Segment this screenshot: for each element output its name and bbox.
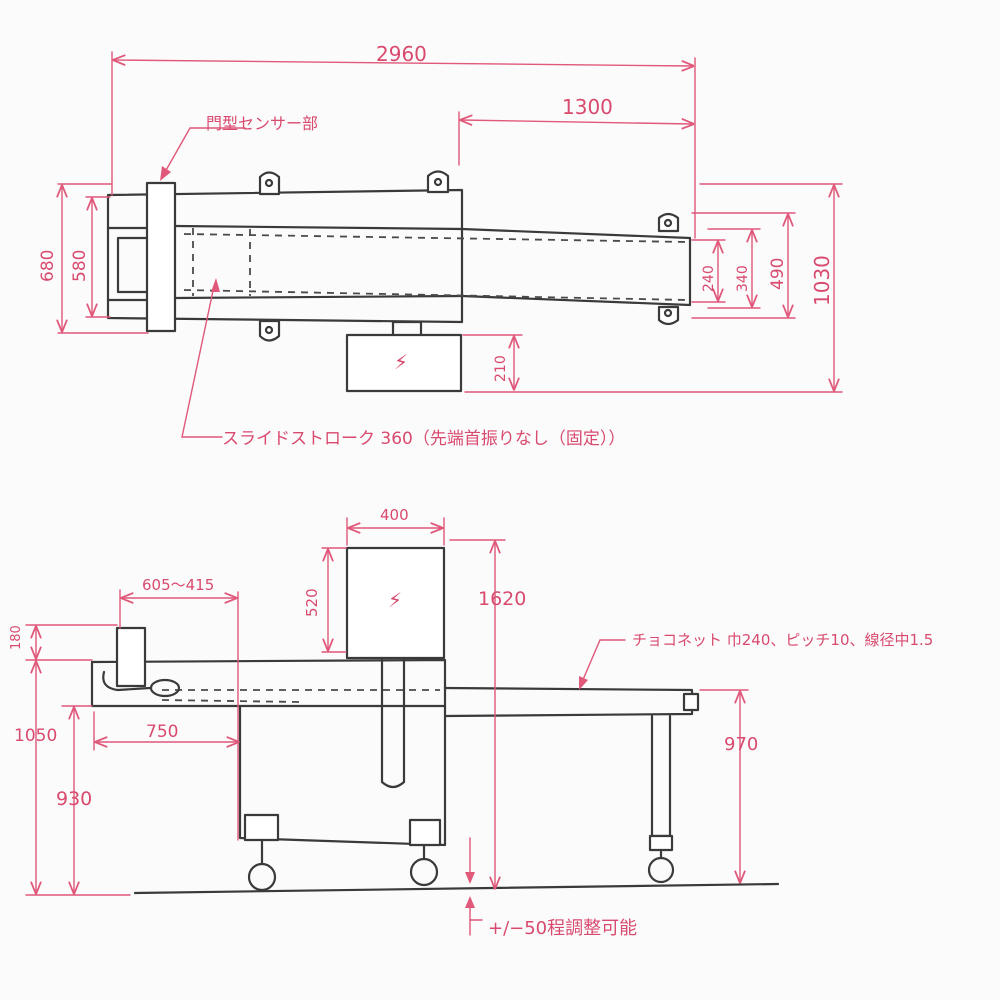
- mount-lug: [426, 170, 450, 194]
- dim-490: 490: [768, 257, 788, 290]
- dim-240: 240: [701, 265, 717, 292]
- electric-icon: ⚡: [388, 588, 403, 612]
- dim-750: 750: [146, 722, 179, 742]
- dim-520: 520: [303, 588, 321, 617]
- side-view-dimensions: [25, 517, 749, 936]
- dim-400: 400: [380, 506, 409, 524]
- dim-1620: 1620: [478, 588, 527, 610]
- dim-210: 210: [493, 355, 509, 382]
- dim-1030: 1030: [810, 255, 834, 306]
- top-conveyor-extension: [460, 227, 692, 307]
- gate-sensor-block: [145, 181, 177, 333]
- top-view-dimensions: [58, 51, 843, 438]
- mount-lug: [657, 212, 680, 233]
- top-control-box: [345, 333, 463, 393]
- caster-wheel: [647, 856, 675, 884]
- dim-1050: 1050: [14, 726, 58, 746]
- side-sensor: [115, 626, 147, 688]
- net-note: チョコネット 巾240、ピッチ10、線径中1.5: [632, 631, 934, 649]
- adjust-note: +/−50程調整可能: [488, 918, 638, 939]
- sensor-label: 門型センサー部: [206, 114, 319, 133]
- dim-680: 680: [38, 249, 58, 282]
- side-cabinet: [238, 704, 447, 847]
- top-view-linework: [106, 170, 692, 393]
- top-frame-outline: [106, 188, 464, 324]
- caster-wheel: [409, 857, 439, 887]
- dim-head-length: 1300: [562, 95, 613, 119]
- dim-580: 580: [70, 249, 90, 282]
- dim-970: 970: [724, 734, 759, 755]
- dim-340: 340: [735, 265, 751, 292]
- mount-lug: [258, 319, 281, 342]
- slide-stroke-note: スライドストローク 360（先端首振りなし（固定））: [222, 429, 626, 449]
- electric-icon: ⚡: [394, 350, 409, 374]
- mount-lug: [258, 171, 281, 196]
- dim-605-415: 605～415: [142, 576, 215, 594]
- dim-930: 930: [56, 788, 93, 810]
- caster-wheel: [247, 862, 277, 892]
- side-control-box: [345, 546, 446, 660]
- dim-180: 180: [9, 625, 24, 650]
- side-view-linework: [90, 546, 780, 895]
- ground-line: [133, 882, 780, 895]
- dim-overall-length: 2960: [376, 42, 427, 66]
